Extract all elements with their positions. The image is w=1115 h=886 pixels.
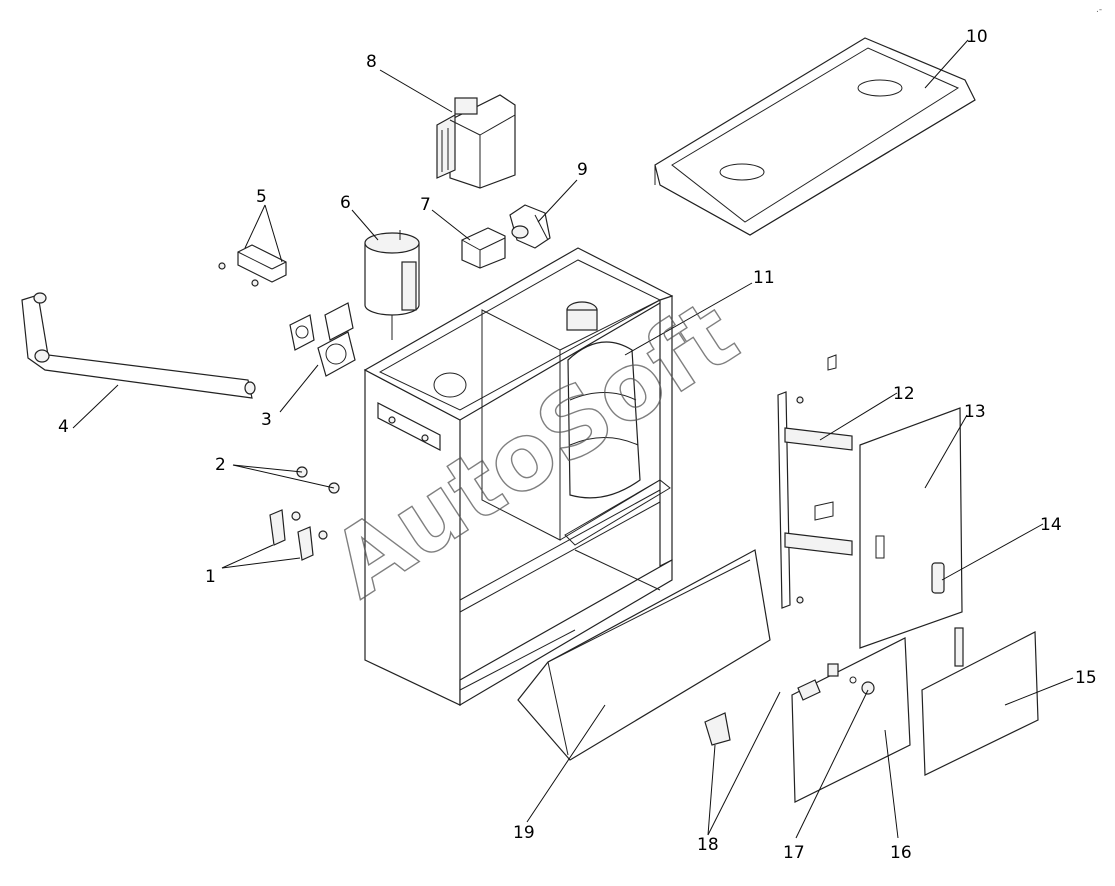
- small-panel-part: [921, 627, 1039, 776]
- fan-part: [289, 302, 356, 377]
- callout-1: 1: [205, 567, 216, 587]
- callout-18: 18: [697, 835, 719, 855]
- hinge-part: [704, 679, 821, 746]
- handle-part: [21, 292, 256, 399]
- callout-8: 8: [366, 52, 377, 72]
- callout-12: 12: [893, 384, 915, 404]
- callout-labels: 1 2 3 4 5 6 7 8 9 10 11 12 13 14 15 16 1…: [58, 27, 1097, 863]
- callout-15: 15: [1075, 668, 1097, 688]
- callout-7: 7: [420, 195, 431, 215]
- callout-2: 2: [215, 455, 226, 475]
- callout-11: 11: [753, 268, 775, 288]
- callout-6: 6: [340, 193, 351, 213]
- front-door-part: [791, 637, 911, 803]
- relay-part: [461, 227, 506, 269]
- top-cover-part: [654, 37, 976, 236]
- tank-part: [566, 301, 641, 499]
- cabinet-frame-part: [363, 247, 674, 707]
- callout-3: 3: [261, 410, 272, 430]
- callout-16: 16: [890, 843, 912, 863]
- side-door-part: [859, 407, 963, 649]
- side-rail-part: [777, 354, 853, 609]
- capacitor-part: [364, 230, 420, 340]
- transformer-part: [436, 94, 516, 189]
- callout-9: 9: [577, 160, 588, 180]
- callout-10: 10: [966, 27, 988, 47]
- callout-19: 19: [513, 823, 535, 843]
- leader-lines: [72, 39, 1074, 839]
- callout-17: 17: [783, 843, 805, 863]
- callout-4: 4: [58, 417, 69, 437]
- corner-mark: .-: [1096, 5, 1102, 15]
- callout-14: 14: [1040, 515, 1062, 535]
- valve-part: [509, 204, 551, 249]
- fitting-part: [269, 466, 340, 561]
- bracket-part: [218, 244, 287, 287]
- drip-tray-part: [517, 549, 771, 761]
- callout-13: 13: [964, 402, 986, 422]
- callout-5: 5: [256, 187, 267, 207]
